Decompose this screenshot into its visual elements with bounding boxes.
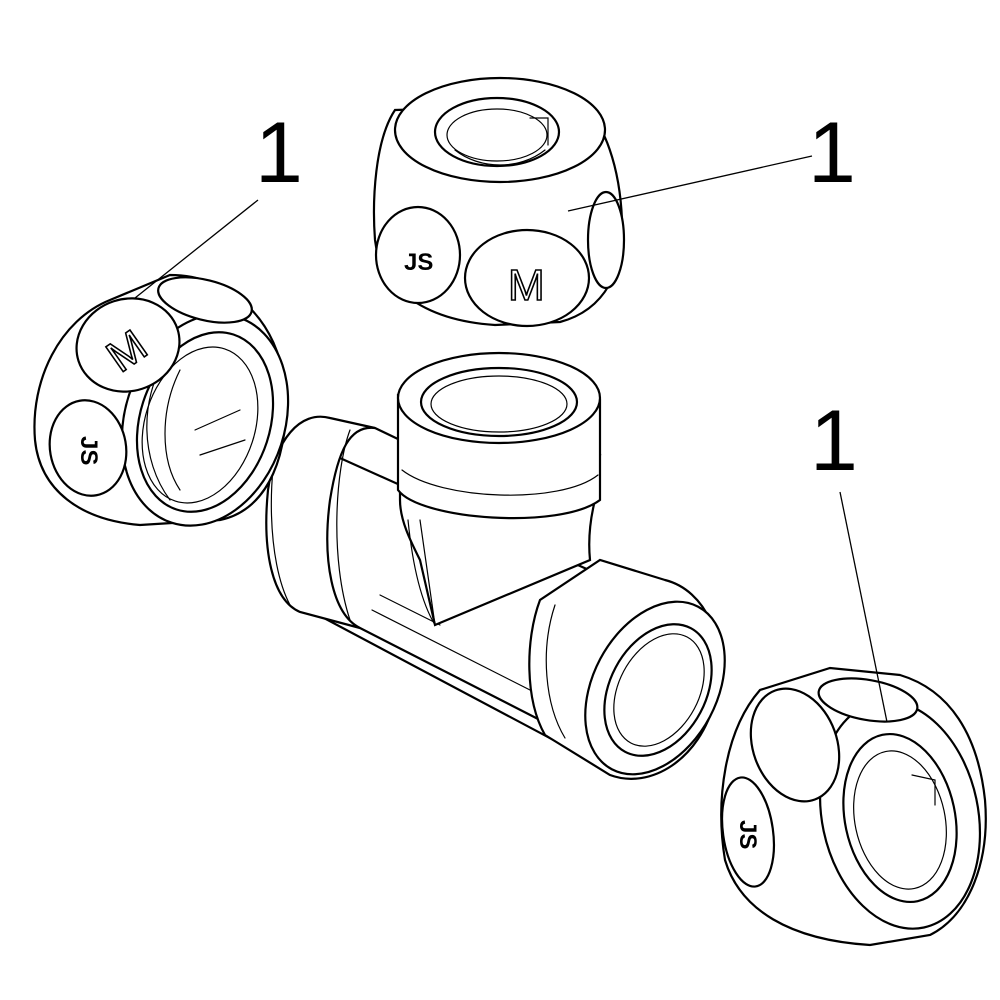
right-compression-nut: JS <box>720 666 987 947</box>
callout-top-right: 1 <box>808 105 856 201</box>
tee-branch-socket <box>396 351 602 520</box>
leader-top-right <box>567 155 813 212</box>
left-nut-logo: JS <box>75 436 102 465</box>
left-nut-flat-logo <box>48 399 128 497</box>
callout-top-left: 1 <box>255 105 303 201</box>
right-nut-flat-top <box>817 677 919 723</box>
left-compression-nut: M JS <box>33 273 290 527</box>
right-nut-flat-logo <box>720 776 776 888</box>
left-nut-flat-m <box>75 297 181 393</box>
top-nut-flat-side <box>586 190 626 290</box>
top-nut-flat-m <box>463 228 591 328</box>
leader-top-left <box>134 199 259 299</box>
leader-bottom-right <box>839 491 888 723</box>
top-compression-nut: M JS <box>372 76 626 328</box>
tee-fitting-body <box>265 351 726 780</box>
leader-lines <box>134 155 888 723</box>
top-nut-logo: JS <box>404 249 433 276</box>
right-nut-logo: JS <box>734 820 761 849</box>
right-nut-flat-side <box>749 687 841 803</box>
tee-right-socket <box>528 558 726 780</box>
top-nut-flat-logo <box>374 205 462 305</box>
top-nut-letter: M <box>508 261 545 310</box>
left-nut-flat-top <box>157 276 253 324</box>
callout-bottom-right: 1 <box>810 393 858 489</box>
